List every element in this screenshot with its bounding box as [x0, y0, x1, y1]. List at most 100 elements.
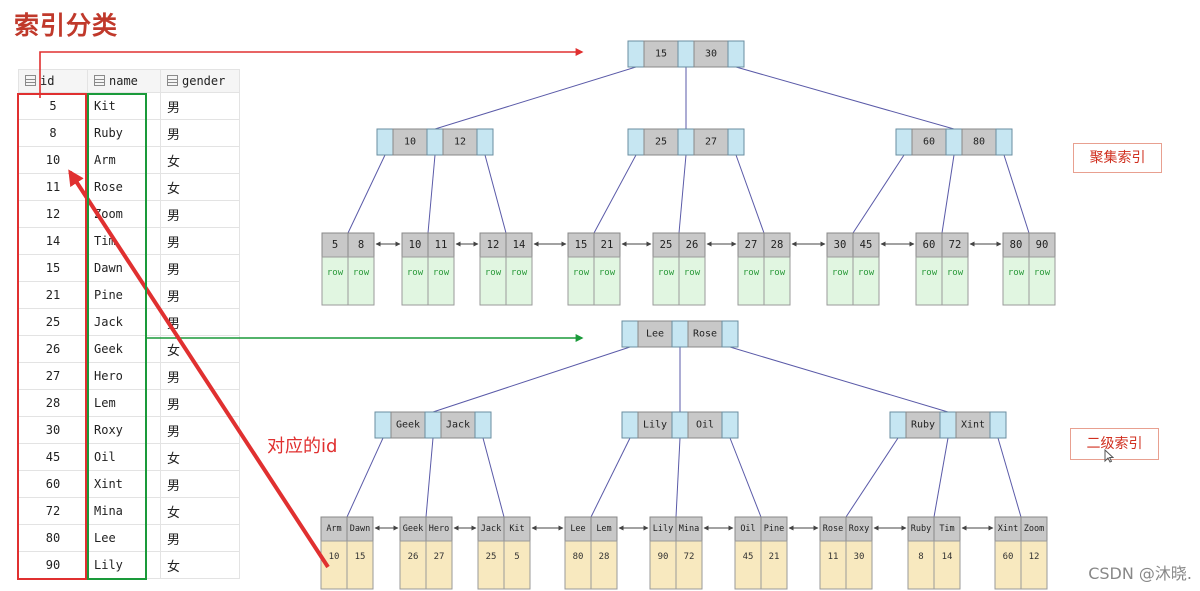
leaf-data-cell	[427, 256, 455, 306]
leaf-data-label: 26	[408, 552, 419, 562]
leaf-data-label: 21	[769, 552, 780, 562]
cell-gender: 男	[160, 524, 240, 552]
table-header-row: id name gender	[18, 69, 240, 93]
cell-id: 27	[18, 362, 88, 390]
leaf-data-label: 90	[658, 552, 669, 562]
tree-edge	[484, 154, 507, 234]
leaf-data-label: row	[407, 268, 424, 278]
key-cell	[392, 128, 428, 156]
key-cell	[693, 128, 729, 156]
pointer-cell	[671, 320, 689, 348]
leaf-data-cell	[567, 256, 595, 306]
key-label: 25	[655, 137, 667, 148]
key-cell	[905, 411, 941, 439]
leaf-data-label: row	[769, 268, 786, 278]
leaf-data-cell	[941, 256, 969, 306]
leaf-key-label: Oil	[740, 524, 755, 534]
key-label: Ruby	[911, 420, 935, 431]
leaf-key-cell	[763, 232, 791, 258]
key-label: 80	[973, 137, 985, 148]
leaf-data-label: 5	[514, 552, 519, 562]
key-label: Xint	[961, 420, 985, 431]
leaf-key-label: 80	[1010, 239, 1023, 251]
cell-gender: 女	[160, 443, 240, 471]
key-label: Lee	[646, 329, 664, 340]
leaf-key-label: Tim	[939, 524, 954, 534]
leaf-data-label: row	[858, 268, 875, 278]
tree-edge	[678, 154, 687, 234]
column-header-gender[interactable]: gender	[160, 69, 240, 93]
leaf-key-label: 12	[487, 239, 500, 251]
leaf-key-label: Mina	[679, 524, 699, 534]
leaf-data-cell	[845, 540, 873, 590]
pointer-cell	[677, 40, 695, 68]
pointer-cell	[939, 411, 957, 439]
leaf-data-label: 30	[854, 552, 865, 562]
tree-edge	[933, 437, 949, 518]
cell-id: 45	[18, 443, 88, 471]
leaf-key-label: 10	[409, 239, 422, 251]
leaf-key-label: 90	[1036, 239, 1049, 251]
pointer-cell	[621, 320, 639, 348]
cell-name: Lee	[87, 524, 161, 552]
leaf-key-label: 8	[358, 239, 364, 251]
leaf-key-label: 60	[923, 239, 936, 251]
leaf-key-label: 28	[771, 239, 784, 251]
leaf-key-cell	[933, 516, 961, 542]
key-cell	[687, 411, 723, 439]
cell-id: 30	[18, 416, 88, 444]
leaf-data-label: row	[573, 268, 590, 278]
key-label: 15	[655, 49, 667, 60]
leaf-data-cell	[734, 540, 762, 590]
id-to-clustered-arrow	[39, 48, 584, 98]
cell-id: 5	[18, 92, 88, 120]
leaf-key-label: 21	[601, 239, 614, 251]
tree-edge	[427, 154, 436, 234]
leaf-key-label: Lee	[570, 524, 585, 534]
leaf-data-label: row	[832, 268, 849, 278]
leaf-key-label: 14	[513, 239, 526, 251]
leaf-data-label: row	[1008, 268, 1025, 278]
leaf-key-label: Rose	[823, 524, 843, 534]
leaf-key-cell	[652, 232, 680, 258]
key-cell	[637, 411, 673, 439]
tree-edge	[590, 437, 631, 518]
leaf-key-label: 5	[332, 239, 338, 251]
leaf-data-label: row	[353, 268, 370, 278]
secondary-index-label: 二级索引	[1070, 428, 1159, 460]
cell-gender: 女	[160, 173, 240, 201]
leaf-data-label: row	[658, 268, 675, 278]
leaf-key-label: 11	[435, 239, 448, 251]
pointer-cell	[426, 128, 444, 156]
leaf-data-label: row	[433, 268, 450, 278]
leaf-data-cell	[915, 256, 943, 306]
pointer-cell	[989, 411, 1007, 439]
leaf-key-label: Xint	[998, 524, 1018, 534]
leaf-data-label: row	[743, 268, 760, 278]
cell-id: 21	[18, 281, 88, 309]
column-header-name[interactable]: name	[87, 69, 161, 93]
pointer-cell	[424, 411, 442, 439]
leaf-data-cell	[1028, 256, 1056, 306]
cell-id: 12	[18, 200, 88, 228]
leaf-data-cell	[675, 540, 703, 590]
leaf-key-label: 15	[575, 239, 588, 251]
key-cell	[693, 40, 729, 68]
tree-edge	[346, 437, 384, 518]
